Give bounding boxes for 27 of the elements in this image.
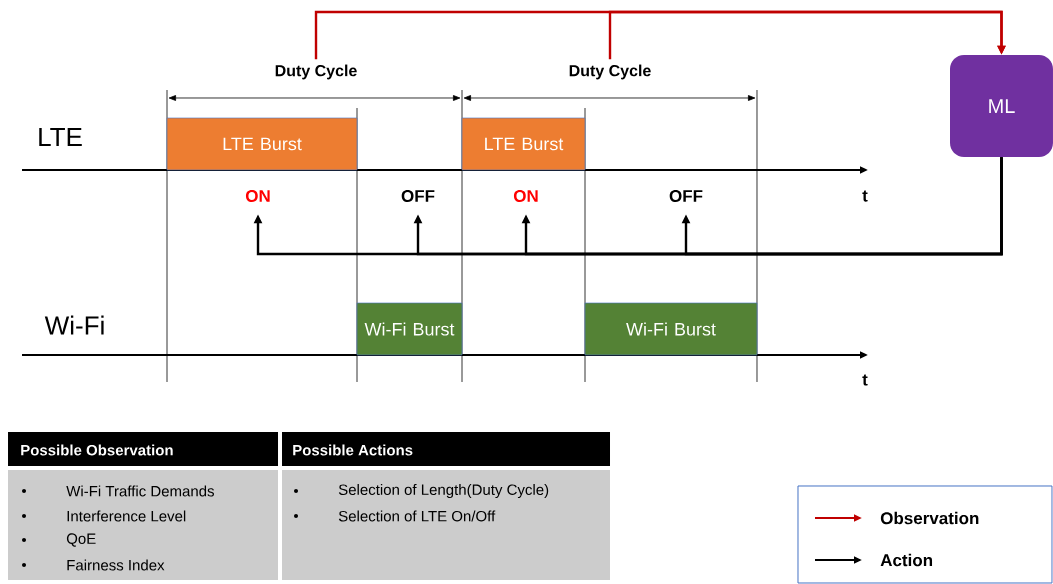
table-header-text: Possible Observation (21, 444, 173, 456)
burst-bar: Wi-Fi Burst (584, 302, 758, 356)
legend-label: Action (880, 553, 933, 567)
burst-bar: Wi-Fi Burst (356, 302, 463, 356)
list-item: Wi-Fi Traffic Demands (66, 485, 214, 497)
dimension-label: Duty Cycle (569, 64, 651, 80)
lane-label: Wi-Fi (44, 315, 104, 335)
arrow (681, 157, 1003, 256)
burst-bar: LTE Burst (461, 117, 586, 171)
ml-box: ML (950, 55, 1053, 157)
dimension-label: Duty Cycle (275, 64, 357, 80)
state-label: OFF (669, 190, 703, 202)
list-item: Interference Level (67, 510, 186, 522)
state-label: ON (513, 190, 538, 202)
arrow (608, 10, 1006, 60)
list-item: Fairness Index (67, 559, 165, 571)
lane-label: LTE (39, 128, 82, 146)
table-header-text: Possible Actions (293, 444, 413, 456)
legend-label: Observation (880, 511, 979, 525)
axis-label: t (862, 374, 868, 386)
state-label: OFF (401, 190, 435, 202)
state-label: ON (245, 190, 270, 202)
burst-bar: LTE Burst (166, 117, 358, 171)
list-item: QoE (66, 533, 96, 547)
axis-label: t (862, 190, 868, 202)
list-item: Selection of Length(Duty Cycle) (338, 484, 549, 498)
list-item: Selection of LTE On/Off (338, 510, 496, 522)
